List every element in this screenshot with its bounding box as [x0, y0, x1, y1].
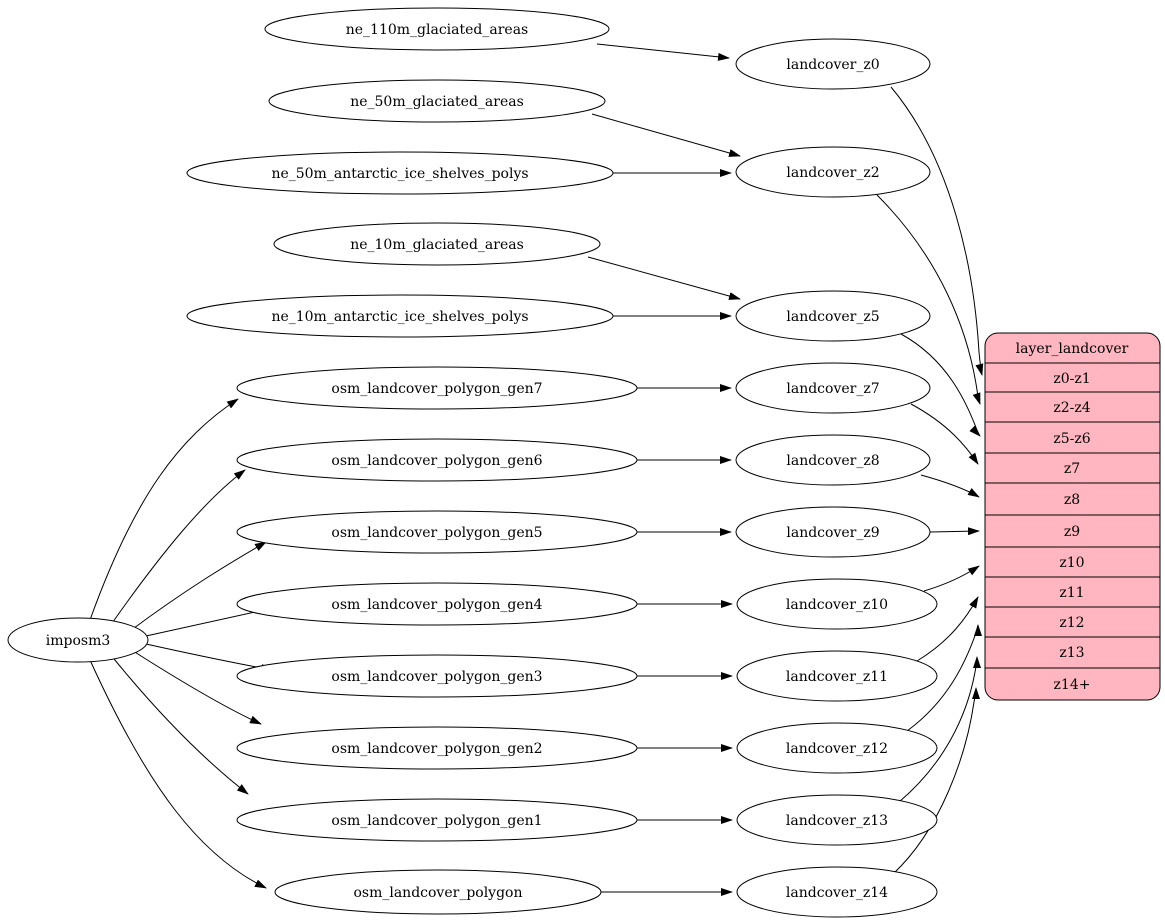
svg-text:osm_landcover_polygon_gen3: osm_landcover_polygon_gen3 — [331, 669, 542, 685]
node-ne-50m-glaciated-areas: ne_50m_glaciated_areas — [268, 79, 606, 123]
node-ne-10m-antarctic-ice-shelves-polys: ne_10m_antarctic_ice_shelves_polys — [186, 294, 614, 338]
svg-text:landcover_z8: landcover_z8 — [786, 453, 879, 469]
edge-imposm3-gen3 — [145, 643, 273, 672]
node-landcover-z11: landcover_z11 — [736, 650, 938, 702]
node-osm-landcover-polygon-gen2: osm_landcover_polygon_gen2 — [236, 726, 638, 770]
node-osm-landcover-polygon-gen6: osm_landcover_polygon_gen6 — [236, 438, 638, 482]
table-row-z14plus: z14+ — [1054, 677, 1091, 693]
edge-imposm3-gen5 — [129, 541, 267, 632]
node-landcover-z14: landcover_z14 — [736, 866, 938, 918]
edge-ne50m-glac-z2 — [591, 113, 741, 157]
svg-text:landcover_z11: landcover_z11 — [786, 669, 888, 685]
node-landcover-z0: landcover_z0 — [735, 38, 931, 90]
edge-z7-row — [910, 403, 979, 465]
svg-text:osm_landcover_polygon_gen6: osm_landcover_polygon_gen6 — [331, 453, 542, 469]
table-row-z12: z12 — [1059, 615, 1084, 631]
table-background — [984, 332, 1161, 701]
svg-text:landcover_z7: landcover_z7 — [786, 381, 879, 397]
svg-text:ne_10m_antarctic_ice_shelves_p: ne_10m_antarctic_ice_shelves_polys — [271, 309, 528, 325]
svg-text:osm_landcover_polygon_gen5: osm_landcover_polygon_gen5 — [331, 525, 542, 541]
edge-z5-row — [900, 333, 981, 437]
svg-text:ne_10m_glaciated_areas: ne_10m_glaciated_areas — [350, 237, 524, 253]
table-title: layer_landcover — [1016, 341, 1129, 357]
node-landcover-z10: landcover_z10 — [736, 578, 938, 630]
svg-text:landcover_z14: landcover_z14 — [786, 885, 888, 901]
node-landcover-z5: landcover_z5 — [735, 290, 931, 342]
node-imposm3: imposm3 — [7, 617, 149, 663]
node-ne-10m-glaciated-areas: ne_10m_glaciated_areas — [273, 222, 601, 266]
table-row-z11: z11 — [1059, 585, 1084, 601]
svg-text:landcover_z13: landcover_z13 — [786, 813, 888, 829]
svg-text:landcover_z10: landcover_z10 — [786, 597, 888, 613]
edge-z9-row — [929, 527, 980, 536]
edge-z14-row — [892, 687, 980, 875]
edge-imposm3-gen6 — [109, 469, 246, 627]
edge-z8-row — [920, 474, 980, 498]
table-row-z7: z7 — [1064, 461, 1080, 477]
edge-imposm3-polygon — [89, 659, 267, 889]
svg-text:landcover_z2: landcover_z2 — [786, 165, 879, 181]
edge-ne110m-z0 — [596, 43, 730, 61]
table-row-z8: z8 — [1064, 492, 1080, 508]
edge-ne10m-glac-z5 — [587, 256, 741, 300]
node-landcover-z9: landcover_z9 — [735, 506, 931, 558]
svg-text:ne_50m_antarctic_ice_shelves_p: ne_50m_antarctic_ice_shelves_polys — [271, 166, 528, 182]
svg-text:imposm3: imposm3 — [46, 633, 111, 649]
svg-text:osm_landcover_polygon: osm_landcover_polygon — [353, 885, 522, 901]
node-osm-landcover-polygon: osm_landcover_polygon — [274, 869, 602, 915]
svg-text:osm_landcover_polygon_gen4: osm_landcover_polygon_gen4 — [331, 597, 542, 613]
svg-text:osm_landcover_polygon_gen2: osm_landcover_polygon_gen2 — [331, 741, 542, 757]
svg-text:ne_110m_glaciated_areas: ne_110m_glaciated_areas — [346, 22, 528, 38]
edge-imposm3-gen1 — [109, 653, 249, 795]
svg-text:landcover_z12: landcover_z12 — [786, 741, 888, 757]
table-row-z9: z9 — [1064, 524, 1080, 540]
edge-z11-row — [916, 596, 979, 662]
edge-z10-row — [923, 565, 980, 592]
edge-z2-row — [876, 194, 981, 405]
table-row-z13: z13 — [1059, 645, 1084, 661]
node-landcover-z8: landcover_z8 — [735, 434, 931, 486]
node-landcover-z12: landcover_z12 — [736, 722, 938, 774]
edges — [89, 43, 984, 896]
node-ne-50m-antarctic-ice-shelves-polys: ne_50m_antarctic_ice_shelves_polys — [186, 151, 614, 195]
edge-imposm3-gen2 — [129, 648, 262, 725]
edge-imposm3-gen7 — [89, 398, 239, 621]
svg-text:landcover_z0: landcover_z0 — [786, 57, 879, 73]
node-osm-landcover-polygon-gen7: osm_landcover_polygon_gen7 — [236, 366, 638, 410]
node-osm-landcover-polygon-gen3: osm_landcover_polygon_gen3 — [236, 654, 638, 698]
table-row-z5-z6: z5-z6 — [1053, 431, 1090, 447]
table-row-z0-z1: z0-z1 — [1053, 371, 1090, 387]
node-landcover-z13: landcover_z13 — [736, 794, 938, 846]
svg-text:osm_landcover_polygon_gen1: osm_landcover_polygon_gen1 — [331, 813, 542, 829]
svg-text:landcover_z5: landcover_z5 — [786, 309, 879, 325]
node-landcover-z2: landcover_z2 — [735, 146, 931, 198]
svg-text:landcover_z9: landcover_z9 — [786, 525, 879, 541]
node-ne-110m-glaciated-areas: ne_110m_glaciated_areas — [264, 7, 610, 51]
edge-z0-row — [890, 86, 984, 376]
node-osm-landcover-polygon-gen4: osm_landcover_polygon_gen4 — [236, 582, 638, 626]
layer-landcover-table: layer_landcover z0-z1 z2-z4 z5-z6 z7 z8 … — [984, 332, 1161, 701]
table-row-z2-z4: z2-z4 — [1053, 400, 1090, 416]
node-osm-landcover-polygon-gen5: osm_landcover_polygon_gen5 — [236, 510, 638, 554]
node-osm-landcover-polygon-gen1: osm_landcover_polygon_gen1 — [236, 798, 638, 842]
svg-text:ne_50m_glaciated_areas: ne_50m_glaciated_areas — [350, 94, 524, 110]
table-row-z10: z10 — [1059, 555, 1084, 571]
edge-z13-row — [898, 656, 981, 803]
svg-text:osm_landcover_polygon_gen7: osm_landcover_polygon_gen7 — [331, 381, 542, 397]
node-landcover-z7: landcover_z7 — [735, 362, 931, 414]
edge-z12-row — [906, 624, 982, 732]
